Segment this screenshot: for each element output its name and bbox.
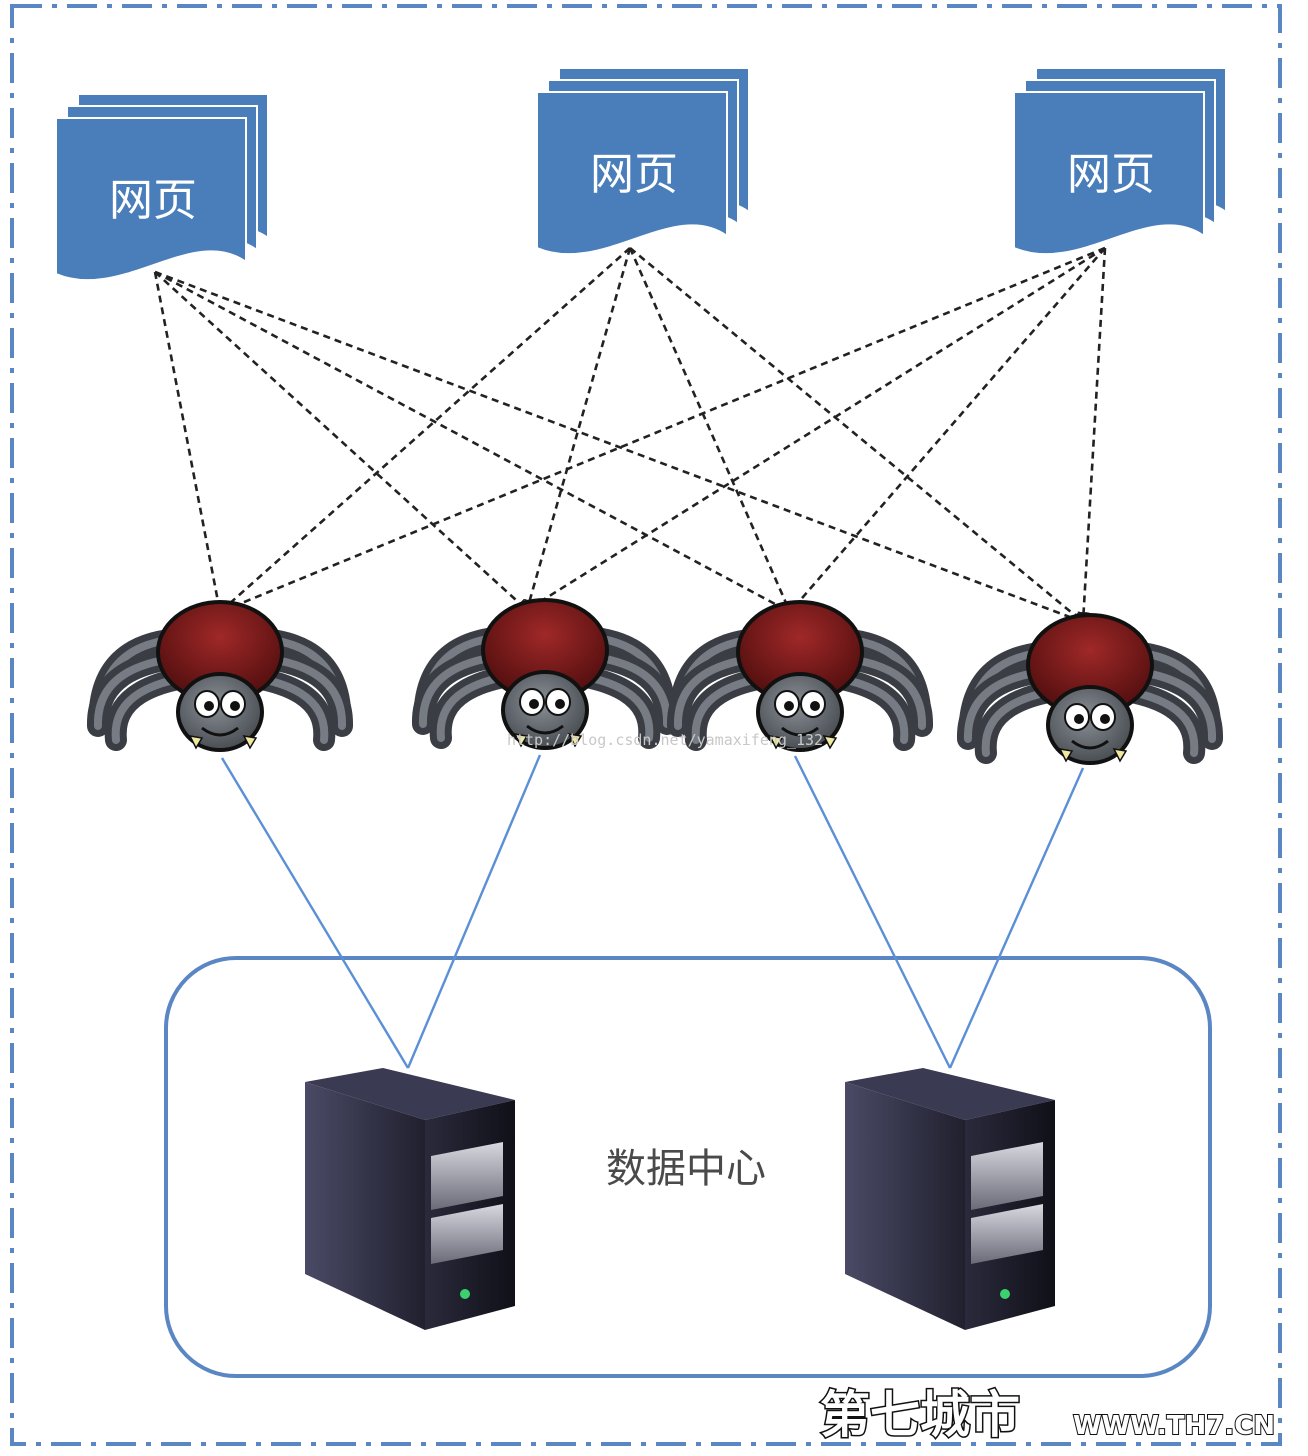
server-2-top-face — [845, 1068, 1055, 1120]
crawl-arrow-page-2-to-spider-3 — [628, 247, 792, 614]
server-2-drive-bay-lower — [971, 1204, 1043, 1264]
storage-link-spider-1-to-server-1 — [220, 757, 410, 1069]
crawl-arrow-page-3-to-spider-2 — [525, 246, 1106, 612]
watermark-url: http://blog.csdn.net/yamaxifeng_132 — [507, 731, 823, 749]
spider-2-fang-left — [513, 733, 529, 748]
data-center-box — [164, 956, 1212, 1378]
server-1-drive-bay-lower — [431, 1204, 503, 1264]
page-3-label: 网页 — [1067, 149, 1155, 200]
spider-4-mouth — [1071, 739, 1109, 750]
data-center-label: 数据中心 — [606, 1146, 766, 1192]
servers — [305, 1068, 1055, 1330]
spider-3-fang-right — [822, 735, 838, 750]
spider-1-mouth — [201, 726, 239, 737]
page-2-sheet-1 — [536, 91, 728, 256]
storage-link-spider-3-to-server-2 — [793, 755, 952, 1069]
crawl-arrow-page-2-to-spider-1 — [218, 247, 631, 614]
spider-1-fang-right — [242, 735, 258, 750]
spider-1-pupil-2 — [230, 701, 240, 711]
spider-2 — [412, 598, 678, 750]
page-2-label: 网页 — [590, 149, 678, 200]
server-1-power-led — [460, 1289, 470, 1299]
server-1-top-face — [305, 1068, 515, 1120]
crawl-arrow-page-3-to-spider-1 — [218, 246, 1106, 614]
crawl-arrow-page-3-to-spider-4 — [1077, 247, 1107, 624]
page-1-document-stack: 网页 — [55, 93, 269, 282]
server-2-side-face — [845, 1082, 965, 1330]
storage-links — [220, 754, 1085, 1069]
watermark-site: WWW.TH7.CN — [1073, 1411, 1275, 1441]
page-3-sheet-1 — [1013, 91, 1205, 256]
spider-2-pupil-1 — [529, 699, 539, 709]
spider-1-fang-left — [188, 735, 204, 750]
crawl-arrow-page-3-to-spider-3 — [788, 247, 1106, 614]
crawl-arrow-page-2-to-spider-2 — [523, 247, 632, 612]
spiders — [87, 598, 1223, 765]
spider-3-pupil-2 — [810, 701, 820, 711]
spider-3-pupil-1 — [784, 701, 794, 711]
server-2-power-led — [1000, 1289, 1010, 1299]
spider-1-pupil-1 — [204, 701, 214, 711]
page-1-label: 网页 — [109, 175, 197, 226]
crawl-links — [153, 246, 1107, 625]
spider-4-pupil-1 — [1074, 714, 1084, 724]
spider-1 — [87, 600, 353, 752]
server-2-tower — [845, 1068, 1055, 1330]
spider-3 — [667, 600, 933, 752]
page-3-document-stack: 网页 — [1013, 67, 1227, 256]
spider-2-fang-right — [567, 733, 583, 748]
spider-3-mouth — [781, 726, 819, 737]
server-1-side-face — [305, 1082, 425, 1330]
storage-link-spider-4-to-server-2 — [948, 767, 1085, 1069]
crawl-arrow-page-1-to-spider-3 — [154, 270, 792, 614]
server-1-drive-bay-upper — [431, 1142, 503, 1210]
crawl-arrow-page-1-to-spider-1 — [153, 271, 225, 614]
server-2-drive-bay-upper — [971, 1142, 1043, 1210]
outer-frame — [10, 4, 1282, 1446]
watermark-brand: 第七城市 — [820, 1386, 1020, 1444]
spider-2-pupil-2 — [555, 699, 565, 709]
web-pages: 网页网页网页 — [55, 67, 1227, 282]
page-2-document-stack: 网页 — [536, 67, 750, 256]
spider-4-fang-right — [1112, 748, 1128, 763]
spider-3-fang-left — [768, 735, 784, 750]
spider-4 — [957, 613, 1223, 765]
crawl-arrow-page-1-to-spider-4 — [154, 270, 1085, 625]
page-1-sheet-1 — [55, 117, 247, 282]
storage-link-spider-2-to-server-1 — [406, 754, 542, 1069]
spider-2-mouth — [526, 724, 564, 735]
spider-4-pupil-2 — [1100, 714, 1110, 724]
spider-4-fang-left — [1058, 748, 1074, 763]
crawl-arrow-page-2-to-spider-4 — [629, 246, 1085, 624]
server-1-tower — [305, 1068, 515, 1330]
